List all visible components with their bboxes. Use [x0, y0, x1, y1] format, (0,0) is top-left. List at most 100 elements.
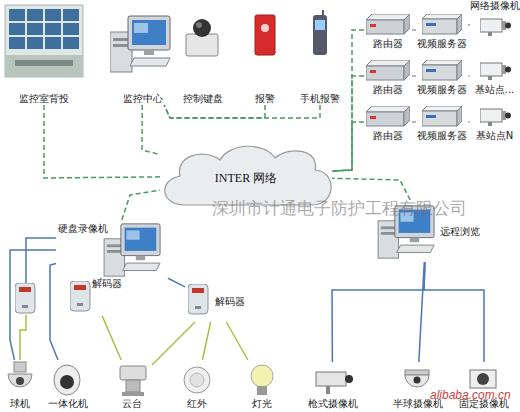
device-node: 红外 [178, 360, 216, 410]
device-node: 解码器 [66, 278, 122, 316]
network-link [164, 105, 265, 118]
device-label: 控制键盘 [180, 93, 225, 105]
label-group: 网络摄像机 [470, 0, 519, 12]
computer-icon [110, 16, 170, 72]
bullet-camera [316, 372, 346, 386]
joystick-highlight [196, 22, 202, 28]
network-link [332, 76, 364, 171]
device-label: 远程浏览 [440, 226, 480, 238]
device-node: 硬盘录像机 [56, 220, 168, 280]
alarm-box [255, 15, 275, 55]
device-link [468, 121, 470, 122]
device-node: INTER 网络 [160, 145, 332, 207]
wall-screen [45, 37, 61, 49]
device-label: 路由器 [364, 84, 412, 96]
device-label: 路由器 [364, 130, 412, 142]
device-label: 灯光 [243, 398, 281, 410]
device-node: 监控室背投 [3, 3, 85, 105]
device-label: 一体化机 [45, 398, 91, 410]
label-group: 一体化机 [45, 398, 91, 410]
label-group: 基站点... [470, 84, 519, 96]
label-group: 路由器 [364, 84, 412, 96]
device-label: 监控室背投 [3, 93, 85, 105]
wall-screen [27, 23, 43, 35]
device-node: 基站点N [470, 102, 519, 142]
label-group: 报警 [245, 93, 285, 105]
camera-mount [326, 386, 330, 394]
wall-screen [45, 23, 61, 35]
device-label: 报警 [245, 93, 285, 105]
device-label: 球机 [3, 398, 37, 410]
infrared-lamp [184, 367, 210, 393]
device-label: 解码器 [215, 296, 245, 308]
device-label: 视频服务器 [416, 84, 468, 96]
server-icon [422, 60, 462, 80]
router-icon [366, 106, 410, 126]
device-node: 解码器 [185, 282, 245, 322]
video-cable [332, 262, 425, 362]
speed-dome [8, 374, 32, 387]
pan-tilt-head [120, 366, 146, 380]
network-link [164, 105, 320, 118]
router-icon [366, 60, 410, 80]
label-group: INTER 网络 [160, 171, 332, 185]
network-link [122, 190, 160, 220]
video-cable [419, 262, 424, 362]
device-link [412, 29, 416, 30]
camera-lens [345, 375, 353, 383]
label-group: 解码器 [215, 296, 245, 308]
label-group: 路由器 [364, 38, 412, 50]
camera-lens [414, 377, 421, 384]
decoder-icon [188, 284, 208, 314]
device-node: 路由器 [364, 56, 412, 96]
device-link [468, 75, 470, 76]
device-node: 视频服务器 [416, 102, 468, 142]
control-cable [226, 322, 248, 360]
wall-screen [9, 23, 25, 35]
decoder-icon [15, 283, 35, 313]
video-wall [9, 9, 79, 49]
device-node: 视频服务器 [416, 10, 468, 50]
dome-lens [16, 377, 24, 385]
device-link [468, 24, 470, 26]
control-cable [202, 322, 210, 360]
device-node: 控制键盘 [180, 8, 225, 105]
device-link [412, 75, 416, 76]
pan-tilt-base [122, 392, 144, 396]
control-cable [102, 316, 121, 360]
label-group: 路由器 [364, 130, 412, 142]
video-cable [424, 262, 484, 362]
company-watermark: 深圳市计通电子防护工程有限公司 [212, 197, 467, 220]
label-group: 监控室背投 [3, 93, 85, 105]
device-label: 网络摄像机 [470, 0, 519, 12]
wall-screen [9, 37, 25, 49]
label-group: 基站点N [470, 130, 519, 142]
device-label: 枪式摄像机 [300, 398, 365, 410]
device-label: INTER 网络 [160, 171, 332, 185]
camera-lens [477, 373, 489, 385]
light-bulb [251, 365, 273, 387]
device-label: 基站点N [470, 130, 519, 142]
device-node: 半球摄像机 [385, 362, 450, 410]
phone-screen [315, 20, 325, 30]
device-node: 一体化机 [45, 360, 91, 410]
control-cable [152, 322, 195, 365]
label-group: 红外 [178, 398, 216, 410]
device-node: 基站点... [470, 56, 519, 96]
wall-screen [27, 37, 43, 49]
label-group: 手机报警 [295, 93, 345, 105]
device-label: 硬盘录像机 [58, 223, 108, 235]
room-floor [5, 55, 83, 77]
computer-icon [104, 224, 160, 276]
bulb-base [257, 386, 267, 395]
camera-icon [480, 19, 511, 36]
label-group: 云台 [112, 398, 152, 410]
keyboard-joystick [193, 19, 211, 37]
label-group: 监控中心 [105, 93, 180, 105]
label-group: 硬盘录像机 [58, 223, 108, 235]
alarm-button [261, 24, 269, 32]
server-icon [422, 106, 462, 126]
device-label: 路由器 [364, 38, 412, 50]
dome-base [405, 370, 429, 375]
